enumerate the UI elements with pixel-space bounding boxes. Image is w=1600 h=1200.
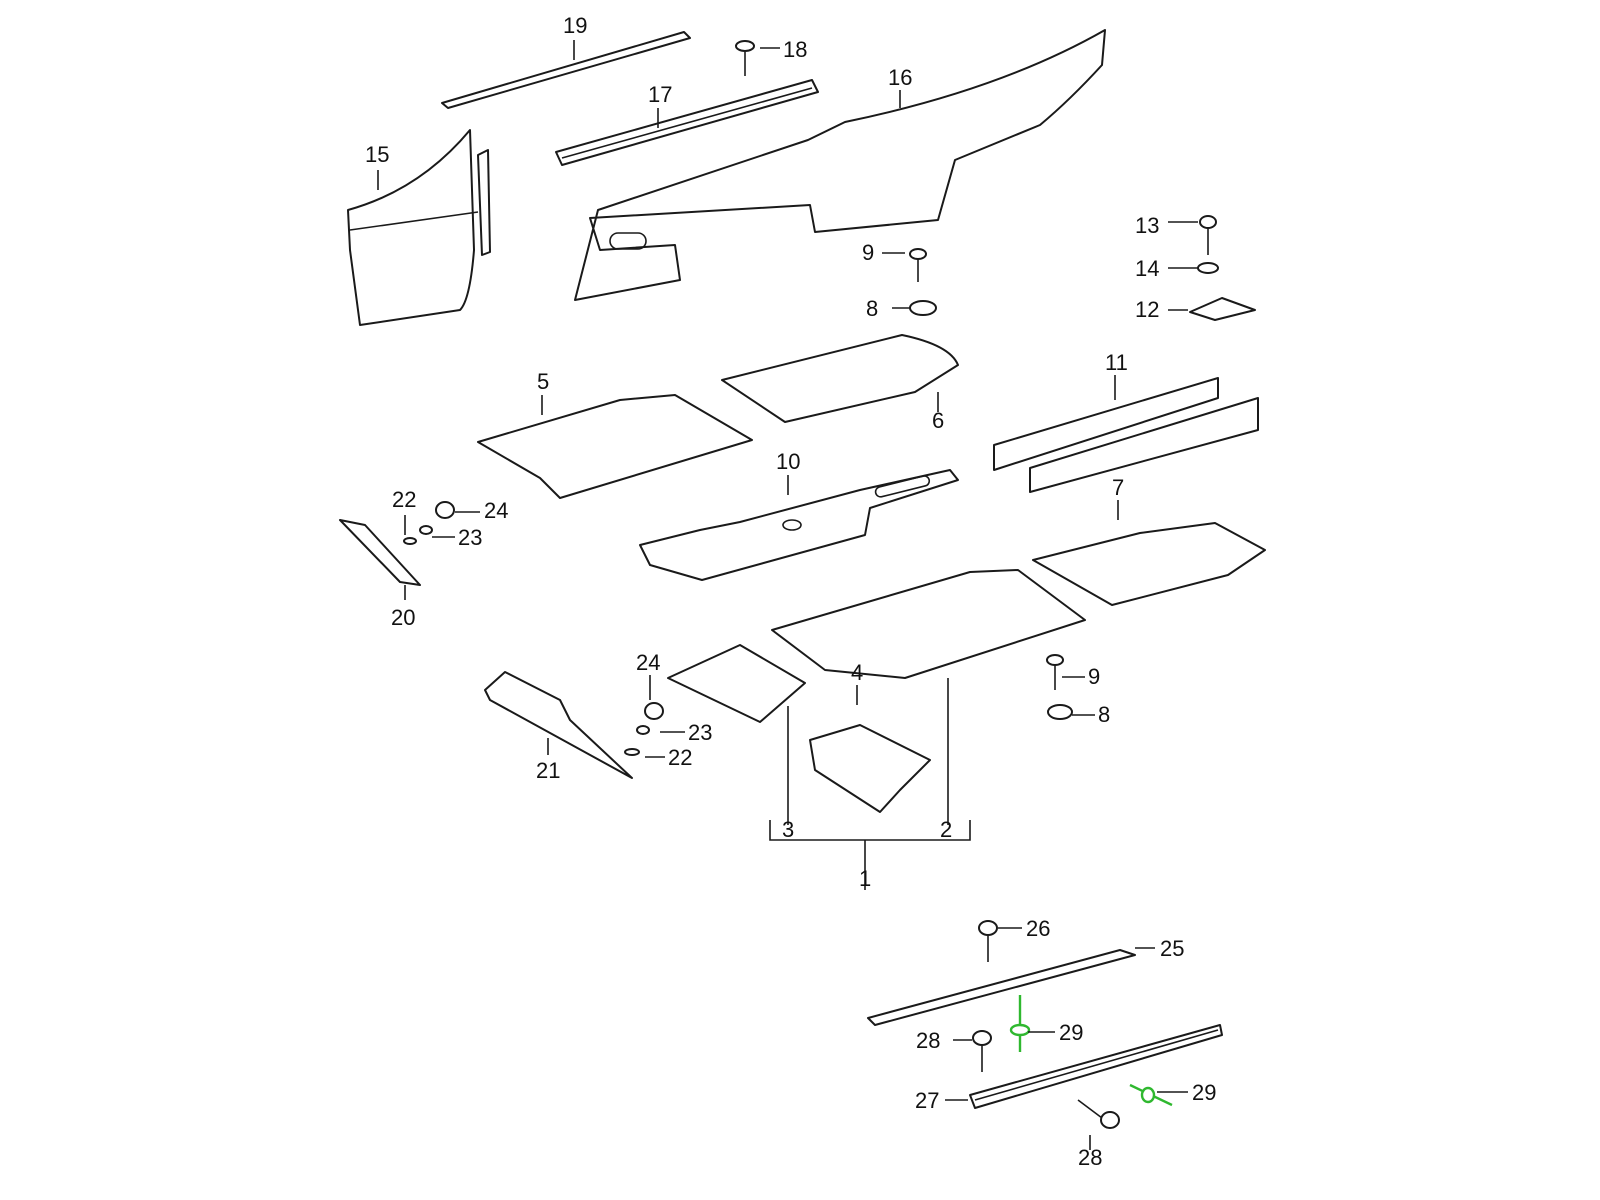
part-23-washer-2[interactable] (636, 725, 650, 735)
label-20: 20 (391, 605, 415, 630)
label-24-b: 24 (636, 650, 660, 675)
label-19: 19 (563, 13, 587, 38)
part-9-screw[interactable] (909, 248, 927, 282)
part-20-bracket[interactable] (339, 519, 421, 586)
part-15-side-panel[interactable] (347, 129, 491, 326)
part-24-nut[interactable] (435, 501, 455, 519)
part-22-clip-2[interactable] (624, 748, 640, 756)
part-7-floor-mat[interactable] (1032, 522, 1266, 606)
label-13: 13 (1135, 213, 1159, 238)
label-28-b: 28 (1078, 1145, 1102, 1170)
part-16-rear-panel[interactable] (574, 29, 1106, 301)
label-23-b: 23 (688, 720, 712, 745)
part-23-washer[interactable] (419, 525, 433, 535)
label-17: 17 (648, 82, 672, 107)
label-5: 5 (537, 369, 549, 394)
label-9: 9 (862, 240, 874, 265)
part-6-floor-mat[interactable] (721, 334, 959, 423)
part-8-grommet-2[interactable] (1047, 704, 1073, 720)
label-28: 28 (916, 1028, 940, 1053)
label-3: 3 (782, 817, 794, 842)
label-7: 7 (1112, 475, 1124, 500)
label-2: 2 (940, 817, 952, 842)
label-4: 4 (851, 660, 863, 685)
label-14: 14 (1135, 256, 1159, 281)
part-21-bracket[interactable] (484, 671, 633, 779)
part-8-grommet[interactable] (909, 300, 937, 316)
part-27-sill-plate[interactable] (969, 1024, 1223, 1109)
label-12: 12 (1135, 297, 1159, 322)
part-3-floor-piece[interactable] (667, 644, 806, 723)
label-9-b: 9 (1088, 664, 1100, 689)
part-18-screw[interactable] (735, 40, 755, 76)
part-14-washer[interactable] (1197, 262, 1219, 274)
part-13-screw[interactable] (1199, 215, 1217, 255)
part-9-screw-2[interactable] (1046, 654, 1064, 690)
leader-lines (377, 40, 1198, 1150)
label-27: 27 (915, 1088, 939, 1113)
part-12-plate[interactable] (1189, 297, 1256, 321)
part-19-trim-strip[interactable] (441, 31, 691, 109)
part-28-screw[interactable] (972, 1030, 992, 1072)
part-10-tunnel-mat[interactable] (639, 469, 959, 581)
label-29-b: 29 (1192, 1080, 1216, 1105)
part-24-nut-2[interactable] (644, 702, 664, 720)
label-24: 24 (484, 498, 508, 523)
label-26: 26 (1026, 916, 1050, 941)
label-29: 29 (1059, 1020, 1083, 1045)
label-25: 25 (1160, 936, 1184, 961)
label-8: 8 (866, 296, 878, 321)
label-23: 23 (458, 525, 482, 550)
part-5-floor-mat[interactable] (477, 394, 753, 499)
part-17-sill-strip[interactable] (555, 79, 819, 166)
part-11-tunnel-cover[interactable] (993, 377, 1259, 493)
part-25-trim-strip[interactable] (867, 949, 1136, 1026)
label-15: 15 (365, 142, 389, 167)
part-22-clip[interactable] (403, 537, 417, 545)
part-2-floor-mat[interactable] (771, 569, 1086, 679)
label-21: 21 (536, 758, 560, 783)
label-11: 11 (1105, 350, 1128, 375)
label-10: 10 (776, 449, 800, 474)
label-18: 18 (783, 37, 807, 62)
part-4-floor-piece[interactable] (809, 724, 931, 813)
part-29-clip[interactable] (1009, 995, 1031, 1052)
label-6: 6 (932, 408, 944, 433)
label-22: 22 (392, 487, 416, 512)
label-8-b: 8 (1098, 702, 1110, 727)
part-28-screw-2[interactable] (1077, 1099, 1120, 1129)
label-1: 1 (859, 866, 871, 891)
part-26-screw[interactable] (978, 920, 998, 962)
label-16: 16 (888, 65, 912, 90)
part-29-clip-2[interactable] (1129, 1083, 1173, 1107)
group-bracket (769, 678, 971, 890)
label-22-b: 22 (668, 745, 692, 770)
